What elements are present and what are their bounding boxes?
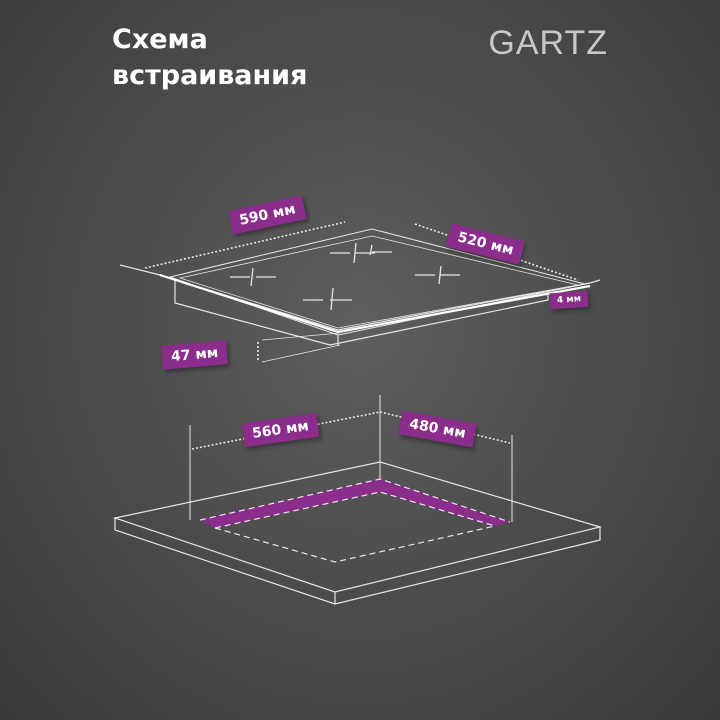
cutout-guides xyxy=(189,395,513,522)
burner-icons xyxy=(230,242,460,311)
countertop-outline xyxy=(112,461,603,605)
glass-thickness-label: 4 мм xyxy=(549,290,589,310)
brand-logo: GARTZ xyxy=(488,24,608,62)
title-line-1: Схема xyxy=(112,24,208,55)
title-line-2: встраивания xyxy=(112,60,308,91)
hob-outline xyxy=(119,228,601,363)
hob-dimension-lines xyxy=(144,221,579,360)
cutout-band xyxy=(200,479,510,528)
page-title: Схема встраивания xyxy=(112,22,307,94)
